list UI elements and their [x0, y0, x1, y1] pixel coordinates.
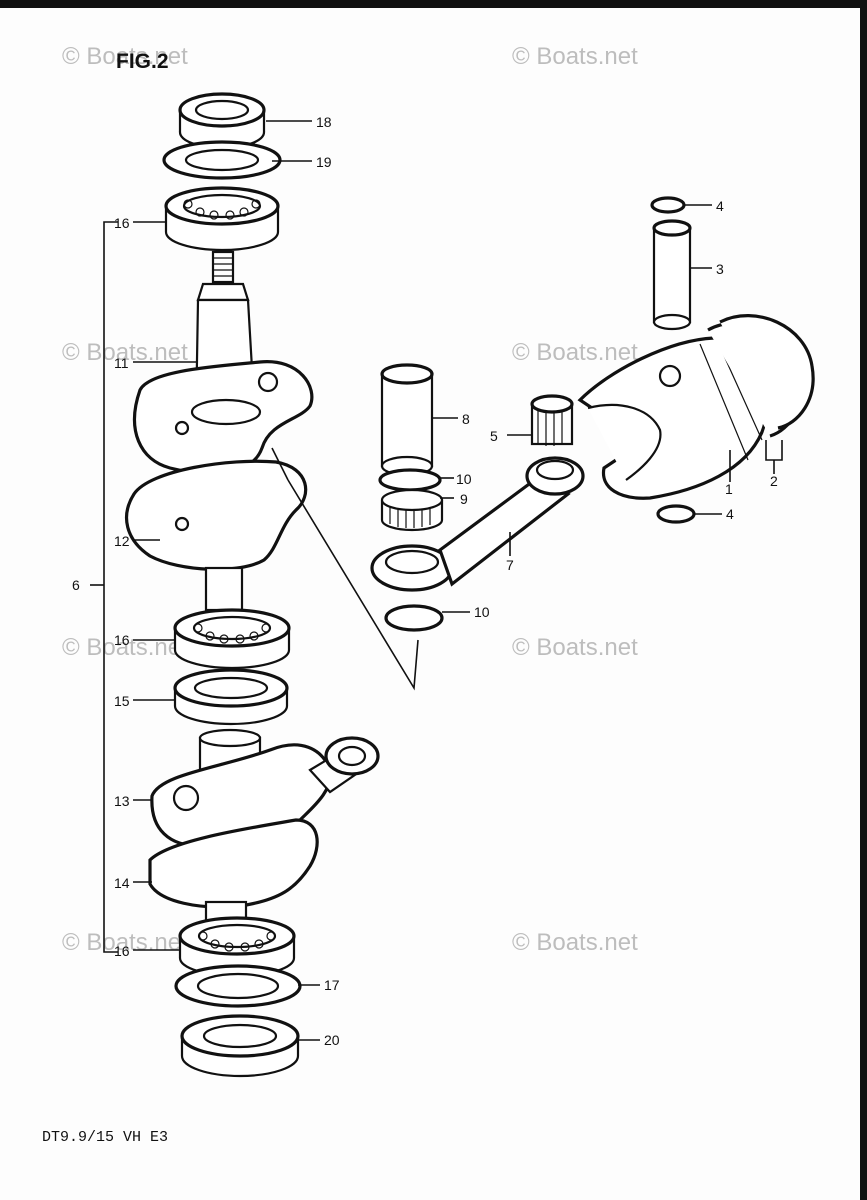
callout-16: 16 — [114, 632, 130, 648]
callout-9: 9 — [460, 491, 468, 507]
right-border — [860, 0, 867, 1200]
callout-1: 1 — [725, 481, 733, 497]
watermark: © Boats.net — [62, 43, 188, 70]
assembly-leader — [271, 447, 419, 691]
crank-pin-arm — [308, 736, 380, 794]
crank-web-lower — [124, 459, 308, 571]
washer-top — [162, 140, 282, 180]
callout-8: 8 — [462, 411, 470, 427]
figure-title: FIG.2 — [116, 50, 169, 73]
callout-11: 11 — [114, 355, 129, 371]
watermark: © Boats.net — [512, 339, 638, 366]
callout-7: 7 — [506, 557, 514, 573]
piston-rings — [707, 314, 815, 438]
callout-20: 20 — [324, 1032, 340, 1048]
callout-16: 16 — [114, 943, 130, 959]
callout-5: 5 — [490, 428, 498, 444]
crank-web-upper — [132, 360, 314, 476]
callout-13: 13 — [114, 793, 130, 809]
small-end-bearing — [530, 394, 574, 446]
piston-pin-circlip-top — [650, 196, 686, 214]
callout-10: 10 — [456, 471, 472, 487]
seal-middle — [173, 668, 289, 726]
crank-pin — [380, 363, 434, 477]
callout-18: 19 — [316, 154, 332, 170]
connecting-rod — [370, 456, 585, 592]
bearing-upper — [164, 186, 280, 252]
callout-4: 4 — [716, 198, 724, 214]
thrust-washer-upper — [378, 468, 442, 492]
callout-16: 16 — [114, 215, 130, 231]
watermark: © Boats.net — [512, 634, 638, 661]
watermark: © Boats.net — [512, 929, 638, 956]
callout-labels: 18 19 16 11 12 6 16 15 13 14 16 17 20 8 … — [72, 114, 778, 1048]
piston-pin — [652, 219, 692, 331]
callout-3: 3 — [716, 261, 724, 277]
piston-pin-circlip-bottom — [656, 504, 696, 524]
watermark-layer: © Boats.net © Boats.net © Boats.net © Bo… — [62, 43, 638, 956]
callout-14: 14 — [114, 875, 130, 891]
crankshaft-main-journal — [204, 566, 244, 612]
callout-12: 12 — [114, 533, 130, 549]
bearing-lower — [178, 916, 296, 978]
bearing-middle — [173, 608, 291, 670]
callout-17: 18 — [316, 114, 332, 130]
needle-bearing — [380, 488, 444, 532]
leader-lines — [133, 120, 783, 1041]
callout-6: 6 — [72, 577, 80, 593]
watermark: © Boats.net — [62, 929, 188, 956]
callout-15: 15 — [114, 693, 130, 709]
washer-bottom — [174, 964, 302, 1008]
callout-19: 17 — [324, 977, 340, 993]
model-code: DT9.9/15 VH E3 — [42, 1129, 168, 1146]
oil-seal-bottom — [180, 1014, 300, 1078]
callout-4: 4 — [726, 506, 734, 522]
oil-seal-top — [178, 92, 266, 150]
thrust-washer-lower — [384, 604, 444, 632]
top-border — [0, 0, 867, 8]
callout-2: 2 — [770, 473, 778, 489]
callout-10: 10 — [474, 604, 490, 620]
watermark: © Boats.net — [512, 43, 638, 70]
watermark: © Boats.net — [62, 634, 188, 661]
crank-web-14 — [148, 818, 319, 909]
piston — [577, 336, 771, 500]
assembly-bracket — [90, 221, 118, 953]
